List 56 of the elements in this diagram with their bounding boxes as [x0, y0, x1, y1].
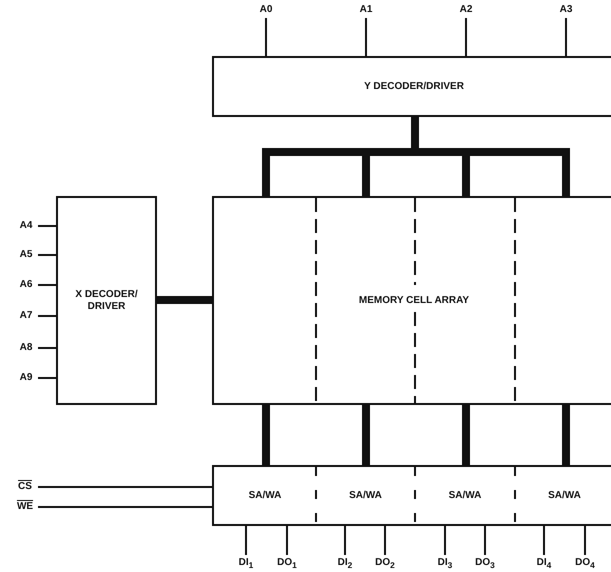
section-label: SA/WA — [548, 490, 581, 502]
section-label: SA/WA — [248, 490, 282, 502]
signal-line — [444, 524, 446, 555]
pin-label: DI$_{4}$ — [536, 556, 552, 570]
signal-line — [465, 18, 467, 56]
block-label: Y DECODER/DRIVER — [364, 80, 464, 92]
pin-label: DO$_{4}$ — [575, 556, 595, 570]
pin-label: A0 — [260, 4, 272, 16]
signal-line — [38, 254, 56, 256]
block-label: MEMORY CELL ARRAY — [358, 294, 470, 306]
bus-line — [562, 405, 570, 465]
signal-line — [38, 225, 56, 227]
pin-label: DO$_{3}$ — [475, 556, 495, 570]
bus-line — [362, 405, 370, 465]
pin-label: A7 — [20, 310, 32, 322]
signal-line — [565, 18, 567, 56]
pin-label: A8 — [20, 342, 32, 354]
pin-label: DI$_{1}$ — [238, 556, 254, 570]
signal-line — [584, 524, 586, 555]
signal-line — [265, 18, 267, 56]
pin-label: A6 — [20, 279, 32, 291]
signal-line — [38, 347, 56, 349]
pin-label: DI$_{3}$ — [438, 556, 452, 570]
bus-line — [157, 296, 212, 304]
signal-line — [484, 524, 486, 555]
pin-label: CS — [18, 481, 32, 493]
pin-label: A2 — [460, 4, 472, 16]
signal-line — [245, 524, 247, 555]
pin-label: A3 — [560, 4, 572, 16]
pin-label: WE — [16, 501, 34, 513]
pin-label: A5 — [20, 249, 32, 261]
block-box — [56, 196, 157, 405]
block-box — [212, 56, 611, 117]
pin-label: DI$_{2}$ — [338, 556, 352, 570]
section-label: SA/WA — [349, 490, 382, 502]
signal-line — [344, 524, 346, 555]
pin-label: DO$_{1}$ — [277, 556, 297, 570]
signal-line — [38, 486, 212, 488]
block-label: X DECODER/ DRIVER — [74, 288, 139, 312]
signal-line — [543, 524, 545, 555]
block-box — [212, 196, 611, 405]
pin-label: A4 — [20, 220, 32, 232]
signal-line — [38, 506, 212, 508]
pin-label: A1 — [360, 4, 372, 16]
signal-line — [38, 284, 56, 286]
pin-label: DO$_{2}$ — [375, 556, 395, 570]
signal-line — [365, 18, 367, 56]
bus-line — [462, 405, 470, 465]
block-box — [212, 465, 611, 526]
bus-line — [262, 405, 270, 465]
pin-label: A9 — [20, 372, 32, 384]
signal-line — [384, 524, 386, 555]
signal-line — [38, 377, 56, 379]
signal-line — [286, 524, 288, 555]
section-label: SA/WA — [448, 490, 482, 502]
signal-line — [38, 315, 56, 317]
